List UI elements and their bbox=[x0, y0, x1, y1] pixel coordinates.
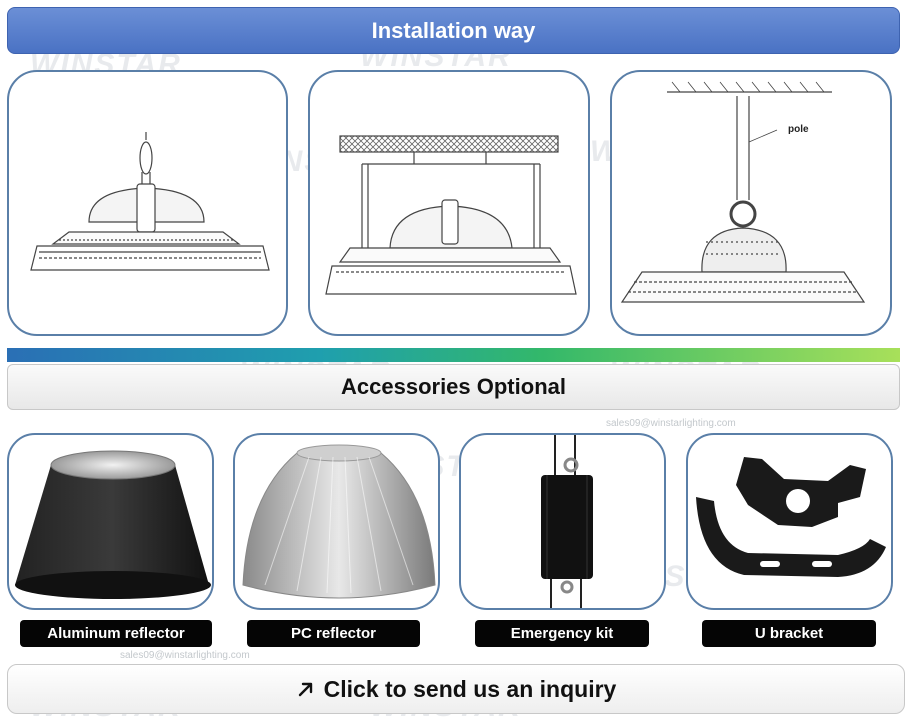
installation-way-title: Installation way bbox=[371, 17, 536, 43]
aluminum-reflector-image bbox=[7, 433, 214, 610]
aluminum-reflector-label: Aluminum reflector bbox=[20, 620, 212, 647]
u-bracket-label: U bracket bbox=[702, 620, 876, 647]
inquiry-label: Click to send us an inquiry bbox=[323, 675, 617, 702]
gradient-divider bbox=[7, 348, 900, 362]
u-bracket-image bbox=[686, 433, 893, 610]
accessories-banner: Accessories Optional bbox=[7, 364, 900, 410]
pc-reflector-image bbox=[233, 433, 440, 610]
watermark-email: sales09@winstarlighting.com bbox=[606, 418, 736, 429]
installation-bracket-image bbox=[308, 70, 590, 336]
arrow-up-right-icon bbox=[298, 682, 312, 697]
accessories-title: Accessories Optional bbox=[341, 374, 566, 399]
pole-label: pole bbox=[788, 124, 809, 135]
installation-hook-image: sales09@winstarlighting.com bbox=[7, 70, 288, 336]
pc-reflector-label: PC reflector bbox=[247, 620, 420, 647]
watermark-email: sales09@winstarlighting.com bbox=[120, 650, 250, 661]
inquiry-button[interactable]: Click to send us an inquiry bbox=[7, 664, 905, 714]
emergency-kit-image bbox=[459, 433, 666, 610]
emergency-kit-label: Emergency kit bbox=[475, 620, 649, 647]
installation-way-banner: Installation way bbox=[7, 7, 900, 54]
installation-pole-image: pole bbox=[610, 70, 892, 336]
